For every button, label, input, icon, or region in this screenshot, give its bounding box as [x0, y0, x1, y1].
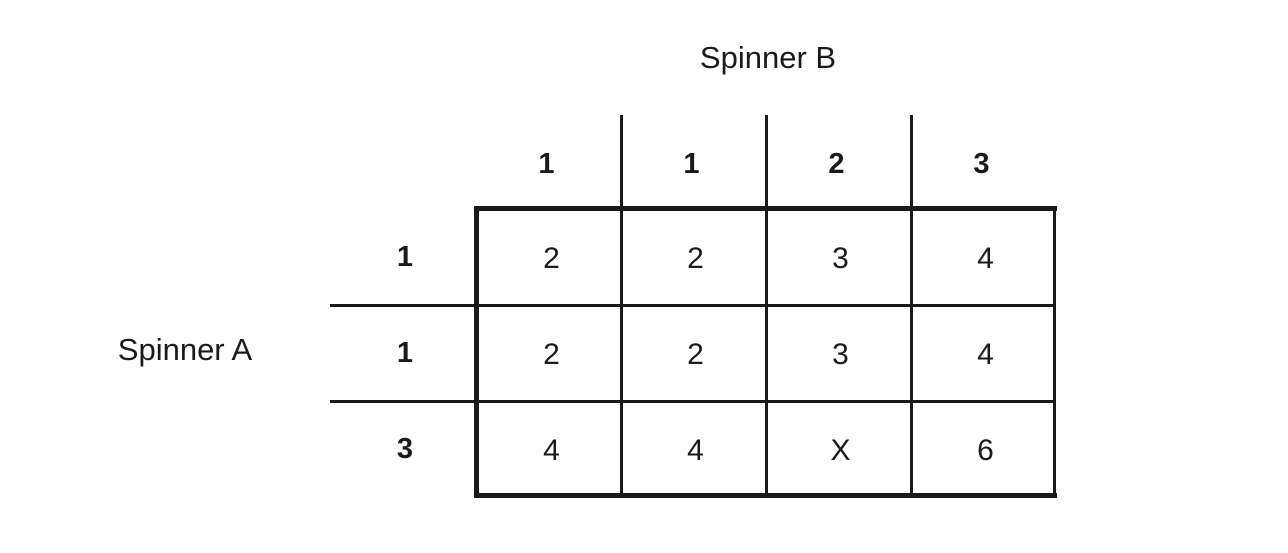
table-column-divider-1 [620, 209, 623, 497]
column-divider-tick-3 [910, 115, 913, 211]
table-cell: 4 [977, 338, 994, 371]
table-cell: 2 [687, 338, 704, 371]
table-cell: 2 [687, 242, 704, 275]
table-border-right [1053, 206, 1056, 498]
column-axis-title: Spinner B [699, 40, 837, 75]
table-cell-unknown: X [830, 434, 851, 467]
table-cell: 6 [977, 434, 994, 467]
column-divider-tick-2 [765, 115, 768, 211]
table-border-left [474, 206, 479, 498]
table-cell: 3 [832, 242, 849, 275]
table-row-divider-1 [474, 304, 1055, 307]
column-divider-tick-1 [620, 115, 623, 211]
table-cell: 4 [977, 242, 994, 275]
table-row-divider-2 [474, 400, 1055, 403]
table-column-divider-2 [765, 209, 768, 497]
row-divider-extension-2 [330, 400, 478, 403]
table-cell: 4 [543, 434, 560, 467]
column-header-1: 1 [683, 148, 700, 180]
table-cell: 3 [832, 338, 849, 371]
row-header-0: 1 [396, 241, 414, 273]
table-cell: 2 [543, 242, 560, 275]
table-border-top [474, 206, 1057, 211]
table-cell: 4 [687, 434, 704, 467]
row-axis-title: Spinner A [117, 332, 253, 367]
column-header-2: 2 [828, 148, 845, 180]
table-column-divider-3 [910, 209, 913, 497]
row-header-2: 3 [396, 433, 414, 465]
column-header-3: 3 [973, 148, 990, 180]
row-header-1: 1 [396, 337, 414, 369]
table-cell: 2 [543, 338, 560, 371]
column-header-0: 1 [538, 148, 555, 180]
row-divider-extension-1 [330, 304, 478, 307]
